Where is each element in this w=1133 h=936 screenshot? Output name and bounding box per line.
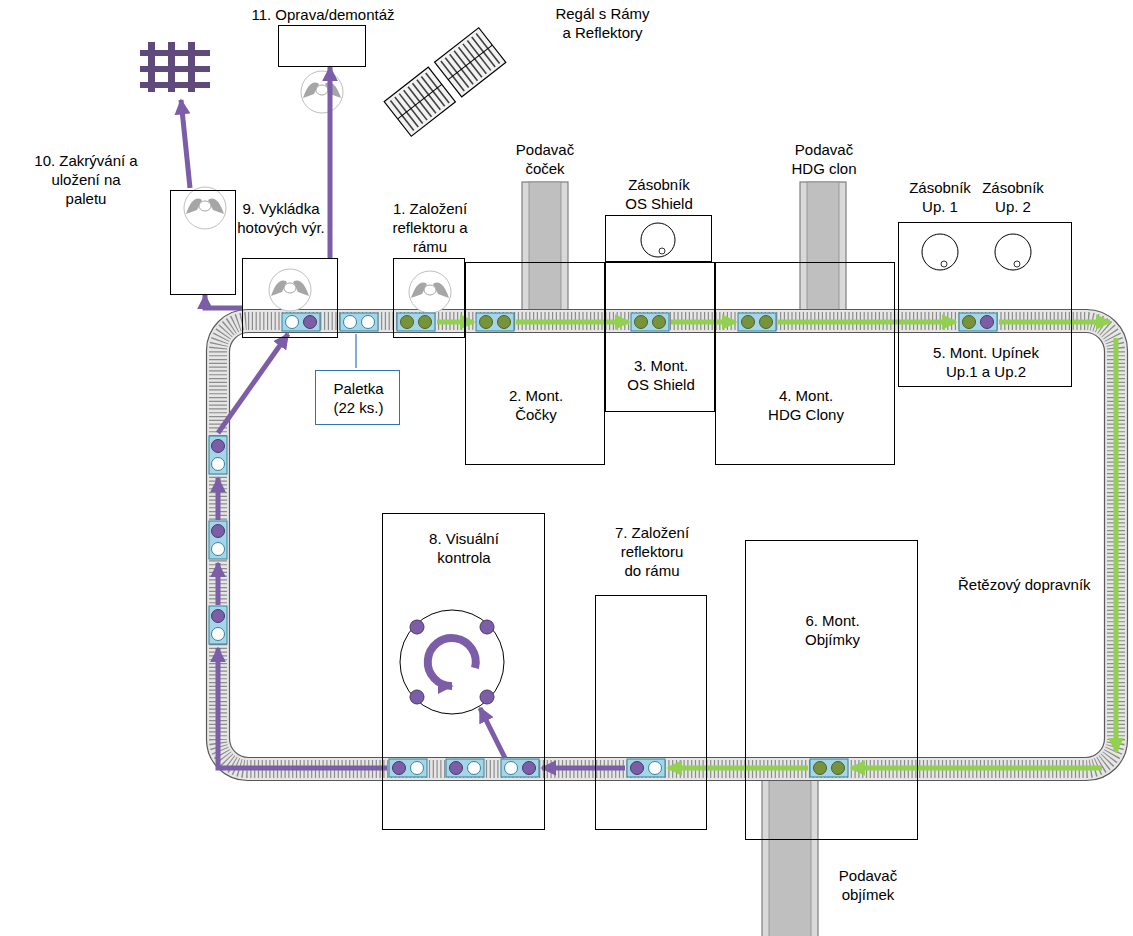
flow-arrow <box>205 295 242 308</box>
assembly-station: 4. Mont. HDG Clony <box>715 262 895 465</box>
turntable <box>400 610 504 714</box>
storage-bowl <box>922 234 958 270</box>
operator-symbol <box>269 269 311 311</box>
unload-station: 9. Vykládka hotových výr. <box>242 258 338 338</box>
flow-arrow <box>1114 338 1119 752</box>
pallet-callout: Paletka (22 ks.) <box>315 370 400 425</box>
feeder <box>762 770 818 936</box>
pallet <box>209 521 227 559</box>
station-label: 9. Vykládka hotových výr. <box>237 199 325 237</box>
pallet <box>209 606 227 644</box>
storage-bowl <box>641 223 675 257</box>
leader-line <box>355 334 356 368</box>
pallet <box>282 313 320 331</box>
inspection-station: 8. Visuální kontrola <box>382 513 545 830</box>
part-label: Zásobník Up. 2 <box>978 178 1048 216</box>
feeder <box>522 182 568 322</box>
pallet <box>389 759 427 777</box>
storage-bowl <box>995 234 1031 270</box>
flow-arrow <box>216 563 221 605</box>
assembly-station: 6. Mont. Objímky <box>745 540 918 840</box>
pallet <box>397 313 435 331</box>
flow-arrow <box>437 320 474 325</box>
operator-symbol <box>301 71 343 113</box>
station-label: 10. Zakrývání a uložení na paletu <box>31 151 141 208</box>
part-label: Řetězový dopravník <box>958 575 1091 594</box>
pallet <box>810 759 848 777</box>
assembly-station: 5. Mont. Upínek Up.1 a Up.2 <box>898 222 1072 387</box>
pallet <box>501 759 539 777</box>
station-label: 11. Oprava/demontáž <box>223 5 423 24</box>
storage-box: Zásobník OS Shield <box>605 215 712 262</box>
station-label: Zásobník OS Shield <box>619 175 699 213</box>
load-station: 1. Založení reflektoru a rámu <box>393 258 465 338</box>
flow-arrow <box>778 320 956 325</box>
assembly-station: 7. Založení reflektoru do rámu <box>595 595 707 830</box>
operator-symbol <box>409 271 451 313</box>
flow-arrow <box>216 478 221 520</box>
flow-arrow <box>218 334 288 433</box>
station-label: 2. Mont. Čočky <box>496 386 576 424</box>
rack <box>384 28 506 137</box>
station-label: 7. Založení reflektoru do rámu <box>613 523 691 580</box>
flow-arrow <box>218 648 387 768</box>
flow-arrow <box>851 766 1102 771</box>
flow-arrow <box>668 766 808 771</box>
operator-symbol <box>184 187 226 229</box>
repair-station: 11. Oprava/demontáž <box>278 25 366 67</box>
station-label: 6. Mont. Objímky <box>791 611 874 649</box>
chain-conveyor <box>207 310 1128 781</box>
part-label: Regál s Rámy a Reflektory <box>555 4 650 42</box>
pallet <box>627 759 665 777</box>
station-label: 1. Založení reflektoru a rámu <box>381 199 479 256</box>
pallet <box>738 313 776 331</box>
pallet <box>340 313 378 331</box>
assembly-station: 2. Mont. Čočky <box>465 262 605 465</box>
station-label: 8. Visuální kontrola <box>419 529 509 567</box>
assembly-station: 3. Mont. OS Shield <box>605 262 715 412</box>
flow-arrow <box>181 100 190 188</box>
flow-arrow <box>328 67 333 258</box>
flow-arrow <box>671 320 736 325</box>
station-label: 5. Mont. Upínek Up.1 a Up.2 <box>926 343 1046 381</box>
flow-arrow <box>999 320 1110 325</box>
flow-arrow <box>480 708 505 758</box>
pallet <box>959 313 997 331</box>
pallet <box>631 313 669 331</box>
station-label: 3. Mont. OS Shield <box>625 356 697 394</box>
part-label: Podavač objímek <box>828 866 908 904</box>
pallet-stack <box>140 42 210 92</box>
station-label: 4. Mont. HDG Clony <box>765 386 847 424</box>
pallet <box>446 759 484 777</box>
station-label: Paletka (22 ks.) <box>323 379 394 417</box>
part-label: Podavač HDG clon <box>784 140 864 178</box>
flow-arrow <box>516 320 629 325</box>
part-label: Zásobník Up. 1 <box>905 178 975 216</box>
packing-station: 10. Zakrývání a uložení na paletu <box>170 190 236 295</box>
part-label: Podavač čoček <box>510 140 580 178</box>
pallet <box>209 436 227 474</box>
feeder <box>800 182 846 322</box>
flow-arrow <box>542 766 625 771</box>
pallet <box>476 313 514 331</box>
